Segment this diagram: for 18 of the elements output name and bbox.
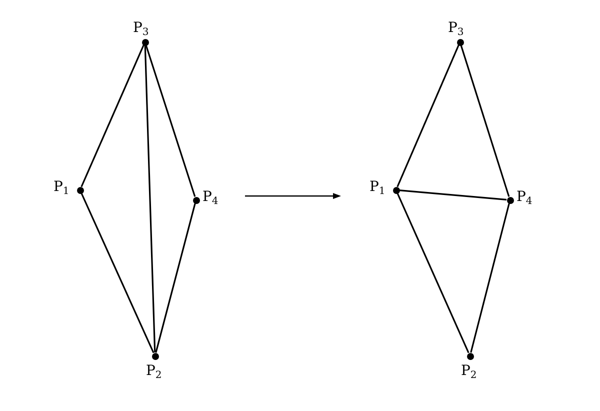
line-segment <box>80 44 144 188</box>
line-segment <box>396 44 460 188</box>
point-label: P$_{3}$ <box>133 20 149 36</box>
line-segment <box>396 192 470 354</box>
line-segment <box>145 45 196 197</box>
line-segment <box>155 203 196 353</box>
line-segment <box>399 190 507 200</box>
point-label: P$_{1}$ <box>370 179 386 195</box>
point-label: P$_{4}$ <box>202 189 218 205</box>
point-label: P$_{2}$ <box>461 362 477 378</box>
line-segment <box>80 192 154 354</box>
point-label: P$_{2}$ <box>146 362 162 378</box>
line-segment <box>470 203 510 353</box>
line-segment <box>460 45 510 197</box>
point-label: P$_{4}$ <box>516 189 532 205</box>
point-label: P$_{1}$ <box>54 179 70 195</box>
point-label: P$_{3}$ <box>448 20 464 36</box>
line-segment <box>144 45 156 353</box>
